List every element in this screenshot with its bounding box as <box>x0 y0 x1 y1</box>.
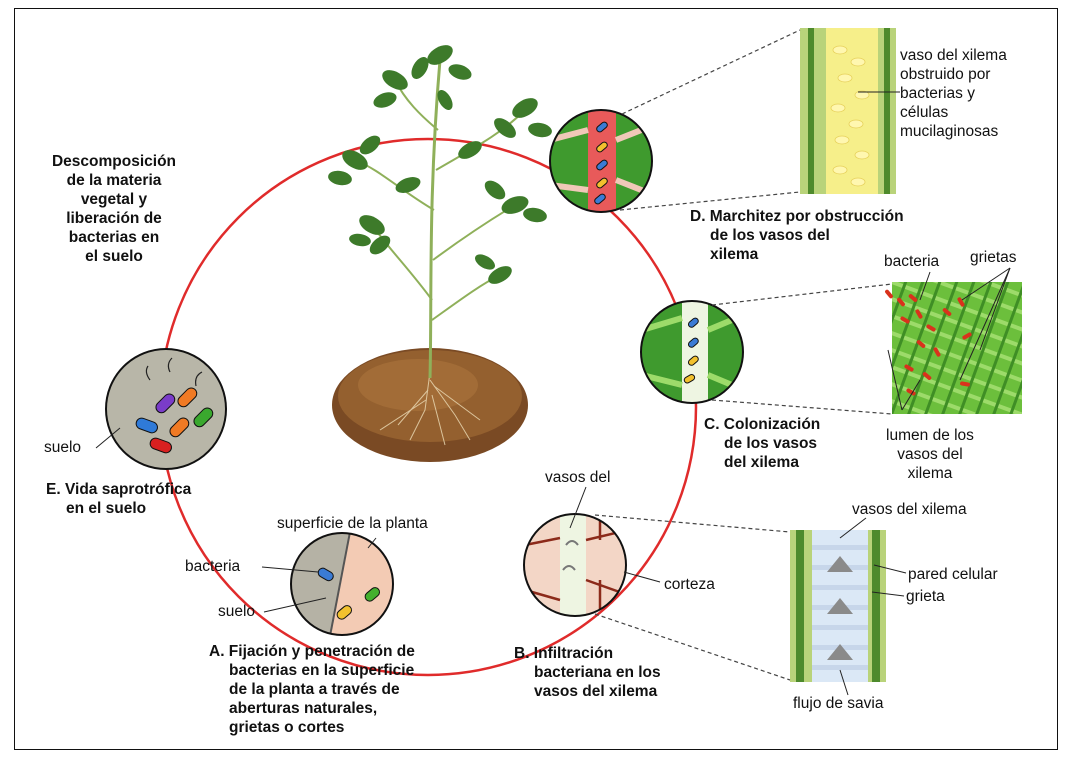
soil-label-e: suelo <box>44 438 81 457</box>
vessels-xylem-label: vasos del xilema <box>852 500 967 519</box>
stage-b-line: vasos del xilema <box>514 682 661 701</box>
lumen-label: lumen de los vasos del xilema <box>868 426 992 483</box>
stage-d-label: D. Marchitez por obstrucción de los vaso… <box>690 207 904 264</box>
lumen-line: vasos del <box>868 445 992 464</box>
stage-a-label: A. Fijación y penetración de bacterias e… <box>209 642 415 737</box>
stage-c-label: C. Colonización de los vasos del xilema <box>704 415 820 472</box>
stage-a-line: grietas o cortes <box>209 718 415 737</box>
inset-vessel-flow <box>790 518 906 695</box>
decomposition-label: Descomposición de la materia vegetal y l… <box>28 152 200 266</box>
cortex-label: corteza <box>664 575 715 594</box>
obstructed-line: mucilaginosas <box>900 122 1007 141</box>
stage-a-line: A. Fijación y penetración de <box>209 642 415 661</box>
stage-a-line: aberturas naturales, <box>209 699 415 718</box>
stage-b-label: B. Infiltración bacteriana en los vasos … <box>514 644 661 701</box>
sap-flow-label: flujo de savia <box>793 694 883 713</box>
decomp-line: de la materia <box>28 171 200 190</box>
stage-a-line: de la planta a través de <box>209 680 415 699</box>
decomp-line: el suelo <box>28 247 200 266</box>
stage-b-line: B. Infiltración <box>514 644 661 663</box>
stage-b-line: bacteriana en los <box>514 663 661 682</box>
stage-c-line: del xilema <box>704 453 820 472</box>
stage-d-line: D. Marchitez por obstrucción <box>690 207 904 226</box>
plant-surface-label: superficie de la planta <box>277 514 428 533</box>
obstructed-line: bacterias y <box>900 84 1007 103</box>
decomp-line: Descomposición <box>28 152 200 171</box>
vessels-label-b: vasos del <box>545 468 610 487</box>
bacteria-label-a: bacteria <box>185 557 240 576</box>
stage-d-line: xilema <box>690 245 904 264</box>
stage-e-line: E. Vida saprotrófica <box>46 480 191 499</box>
cell-wall-label: pared celular <box>908 565 998 584</box>
decomp-line: liberación de <box>28 209 200 228</box>
stage-c-line: C. Colonización <box>704 415 820 434</box>
decomp-line: bacterias en <box>28 228 200 247</box>
xylem-vessel-icon-d <box>548 108 654 214</box>
decomp-line: vegetal y <box>28 190 200 209</box>
inset-colonization <box>884 268 1022 414</box>
lumen-line: lumen de los <box>868 426 992 445</box>
soil-circle-e <box>104 348 228 472</box>
obstructed-line: vaso del xilema <box>900 46 1007 65</box>
obstructed-line: células <box>900 103 1007 122</box>
cracks-label: grietas <box>970 248 1017 267</box>
stage-e-line: en el suelo <box>46 499 191 518</box>
obstructed-vessel-label: vaso del xilema obstruido por bacterias … <box>900 46 1007 141</box>
stage-e-label: E. Vida saprotrófica en el suelo <box>46 480 191 518</box>
crack-label: grieta <box>906 587 945 606</box>
stage-c-line: de los vasos <box>704 434 820 453</box>
inset-obstructed-vessel <box>800 28 900 194</box>
lumen-line: xilema <box>868 464 992 483</box>
soil-label-a: suelo <box>218 602 255 621</box>
stage-d-line: de los vasos del <box>690 226 904 245</box>
stage-a-line: bacterias en la superficie <box>209 661 415 680</box>
obstructed-line: obstruido por <box>900 65 1007 84</box>
soil-surface-circle-a <box>290 532 394 636</box>
xylem-vessel-icon-c <box>640 300 744 404</box>
